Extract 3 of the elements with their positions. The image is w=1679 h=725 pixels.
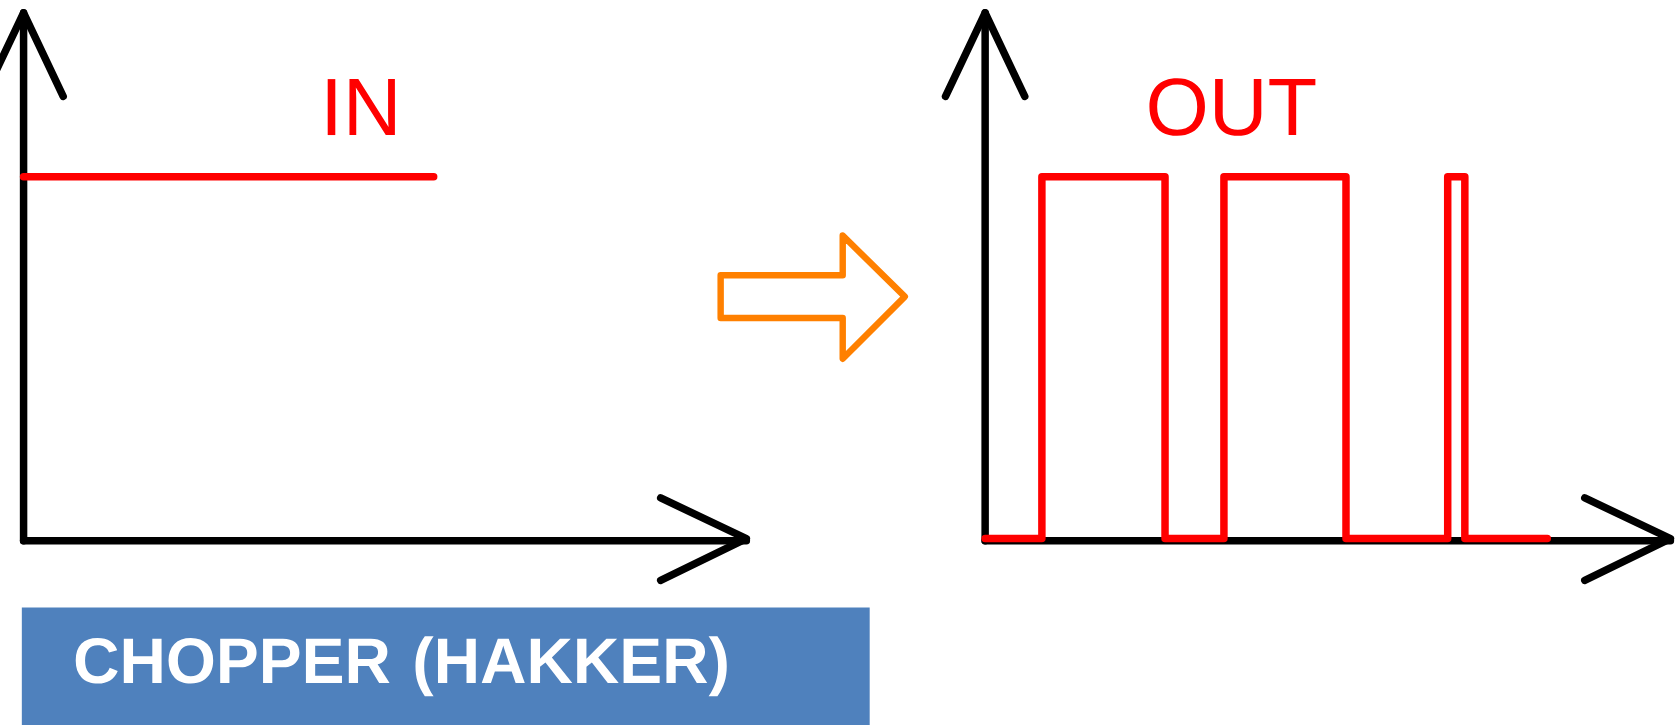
axis-title: OUT	[1149, 78, 1316, 136]
title-banner: CHOPPER (HAKKER)	[21, 607, 870, 725]
axis-title: IN	[327, 79, 395, 136]
